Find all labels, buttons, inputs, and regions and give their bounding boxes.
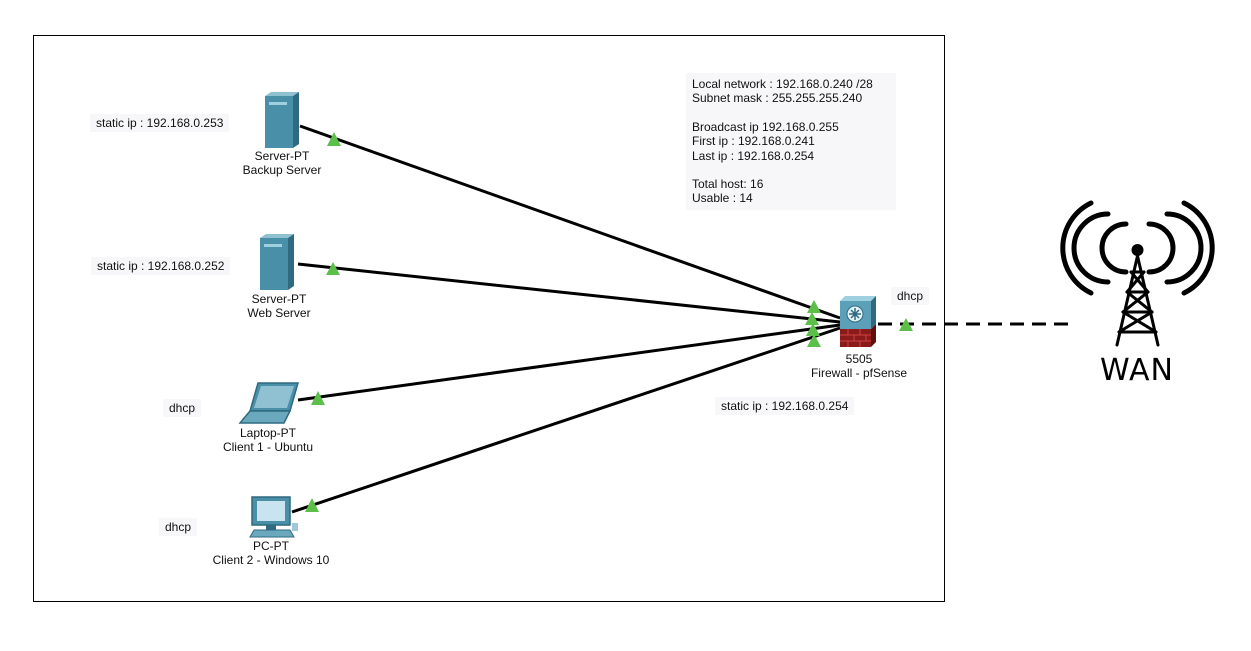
link-pc-firewall [291, 326, 841, 514]
usable-text: Usable : 14 [692, 191, 753, 206]
laptop-address-note: dhcp [163, 399, 202, 417]
device-type-label: 5505 [845, 352, 873, 366]
device-name-label: Web Server [247, 306, 311, 320]
port-indicator [807, 300, 821, 313]
diagram-frame [33, 35, 945, 602]
subnet-info-box: Local network : 192.168.0.240 /28 Subnet… [686, 73, 896, 210]
web-server-label: Server-PT Web Server [247, 292, 310, 320]
backup-server-address-note: static ip : 192.168.0.253 [90, 114, 230, 132]
last-ip-text: Last ip : 192.168.0.254 [692, 148, 815, 163]
device-type-label: PC-PT [253, 539, 289, 553]
port-indicator [806, 323, 820, 336]
port-indicator [899, 318, 913, 331]
radio-tower-icon [1060, 200, 1215, 347]
port-indicator [326, 262, 340, 275]
device-name-label: Client 2 - Windows 10 [212, 553, 330, 567]
port-indicator [807, 334, 821, 347]
device-type-label: Server-PT [254, 149, 310, 163]
web-server-address-note: static ip : 192.168.0.252 [91, 257, 231, 275]
link-backup-server-firewall [299, 124, 841, 320]
port-indicator [305, 498, 319, 512]
broadcast-ip-text: Broadcast ip 192.168.0.255 [692, 119, 839, 134]
firewall-wan-address-note: dhcp [891, 287, 930, 305]
first-ip-text: First ip : 192.168.0.241 [692, 134, 815, 149]
server-icon[interactable] [265, 92, 299, 148]
link-laptop-firewall [297, 323, 841, 402]
firewall-icon[interactable] [840, 296, 876, 347]
laptop-icon[interactable] [238, 382, 299, 424]
port-indicator [311, 391, 325, 405]
device-type-label: Server-PT [251, 292, 307, 306]
link-web-server-firewall [297, 262, 841, 324]
laptop-label: Laptop-PT Client 1 - Ubuntu [223, 426, 313, 454]
subnet-mask-text: Subnet mask : 255.255.255.240 [692, 91, 863, 106]
total-host-text: Total host: 16 [692, 177, 764, 192]
port-indicator [805, 312, 819, 325]
pc-address-note: dhcp [159, 518, 198, 536]
backup-server-label: Server-PT Backup Server [243, 149, 322, 177]
firewall-lan-address-note: static ip : 192.168.0.254 [715, 397, 855, 415]
device-type-label: Laptop-PT [239, 426, 297, 440]
firewall-label: 5505 Firewall - pfSense [811, 352, 907, 380]
pc-label: PC-PT Client 2 - Windows 10 [213, 539, 330, 567]
device-name-label: Client 1 - Ubuntu [222, 440, 314, 454]
wan-label: WAN [1100, 353, 1174, 388]
local-network-text: Local network : 192.168.0.240 /28 [692, 77, 873, 91]
pc-icon[interactable] [249, 496, 298, 538]
device-name-label: Backup Server [242, 163, 322, 177]
server-icon[interactable] [260, 234, 294, 290]
device-name-label: Firewall - pfSense [810, 366, 908, 380]
port-indicator [327, 132, 341, 146]
